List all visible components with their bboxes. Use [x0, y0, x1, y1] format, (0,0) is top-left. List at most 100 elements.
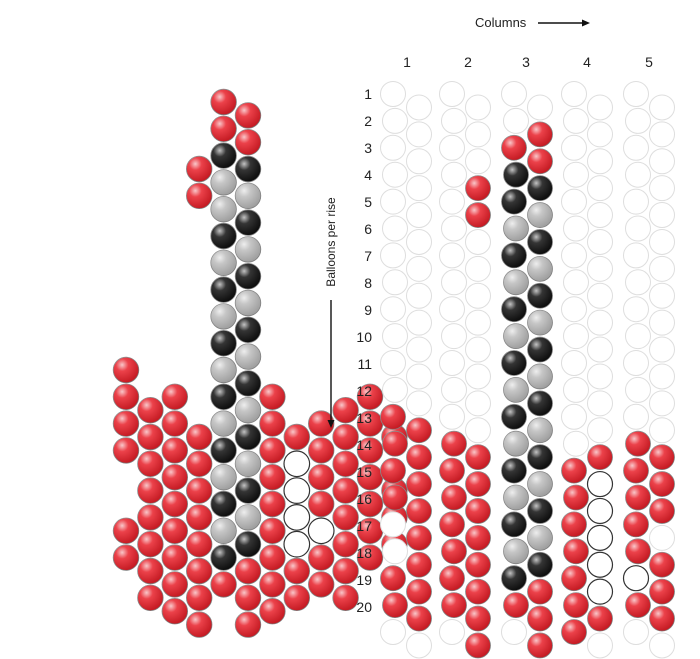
red-balloon [185, 182, 213, 210]
red-balloon [465, 202, 491, 228]
black-balloon [501, 457, 527, 484]
red-balloon [137, 504, 164, 531]
red-balloon [332, 557, 359, 585]
empty-slot [382, 107, 408, 134]
red-balloon [439, 565, 465, 592]
empty-slot [587, 309, 613, 336]
black-balloon [501, 188, 527, 215]
balloon-grid [380, 81, 675, 659]
red-balloon [563, 538, 589, 565]
silver-balloon [234, 182, 262, 210]
red-balloon [161, 410, 189, 437]
black-balloon [210, 383, 237, 411]
red-balloon [137, 397, 164, 424]
red-balloon [161, 544, 189, 571]
red-balloon [561, 511, 587, 538]
red-balloon [161, 598, 189, 625]
red-balloon [441, 430, 467, 457]
empty-slot [561, 134, 587, 161]
empty-slot [406, 228, 432, 255]
silver-balloon [210, 303, 237, 330]
red-balloon [625, 538, 651, 565]
empty-slot [587, 282, 613, 309]
empty-slot [563, 269, 589, 296]
red-balloon [332, 423, 359, 451]
empty-slot [439, 81, 465, 107]
black-balloon [527, 175, 553, 202]
empty-slot [649, 121, 675, 148]
black-balloon [527, 444, 553, 471]
red-balloon [185, 584, 213, 612]
empty-slot [380, 296, 406, 323]
red-balloon [137, 557, 164, 585]
silver-balloon [503, 323, 529, 350]
empty-slot [587, 390, 613, 417]
empty-slot [441, 161, 467, 188]
empty-slot [649, 632, 675, 659]
red-balloon [623, 457, 649, 484]
empty-slot [406, 175, 432, 202]
black-balloon [210, 276, 237, 303]
red-balloon [649, 578, 675, 605]
silver-balloon [527, 417, 553, 444]
red-balloon [406, 551, 432, 578]
row-label: 3 [364, 140, 372, 156]
empty-slot [465, 336, 491, 363]
black-balloon [210, 142, 237, 169]
empty-slot [439, 134, 465, 161]
empty-slot [465, 94, 491, 121]
red-balloon [185, 155, 213, 183]
empty-slot [625, 323, 651, 350]
empty-slot [406, 255, 432, 282]
red-balloon [406, 498, 432, 524]
silver-balloon [234, 236, 262, 263]
red-balloon [185, 557, 213, 585]
empty-slot [382, 538, 408, 565]
silver-balloon [210, 517, 237, 545]
red-balloon [625, 484, 651, 511]
black-balloon [527, 498, 553, 524]
empty-slot [587, 121, 613, 148]
silver-balloon [527, 524, 553, 551]
empty-slot [441, 376, 467, 403]
white-balloon [307, 517, 335, 545]
red-balloon [161, 517, 189, 545]
black-balloon [234, 263, 262, 290]
red-balloon [210, 571, 237, 598]
white-balloon [622, 565, 650, 592]
empty-slot [587, 175, 613, 202]
red-balloon [561, 457, 587, 484]
black-balloon [527, 551, 553, 578]
empty-slot [439, 619, 465, 645]
black-balloon [210, 437, 237, 464]
row-label: 7 [364, 248, 372, 264]
row-label: 10 [356, 329, 372, 345]
red-balloon [259, 490, 286, 518]
empty-slot [649, 282, 675, 309]
silver-balloon [210, 410, 237, 437]
empty-slot [406, 309, 432, 336]
black-balloon [527, 229, 553, 255]
empty-slot [649, 363, 675, 390]
red-balloon [161, 571, 189, 598]
empty-slot [649, 417, 675, 444]
silver-balloon [210, 169, 237, 196]
empty-slot [561, 188, 587, 215]
silver-balloon [234, 504, 262, 531]
white-balloon [586, 497, 614, 525]
red-balloon [283, 423, 311, 451]
black-balloon [501, 296, 527, 323]
red-balloon [441, 484, 467, 511]
silver-balloon [234, 450, 262, 478]
row-label: 8 [364, 275, 372, 291]
empty-slot [563, 161, 589, 188]
empty-slot [561, 296, 587, 323]
silver-balloon [527, 255, 553, 282]
empty-slot [406, 390, 432, 417]
red-balloon [465, 498, 491, 524]
red-balloon [185, 450, 213, 478]
empty-slot [623, 619, 649, 645]
silver-balloon [503, 376, 529, 403]
black-balloon [210, 222, 237, 250]
row-label: 11 [357, 356, 372, 372]
